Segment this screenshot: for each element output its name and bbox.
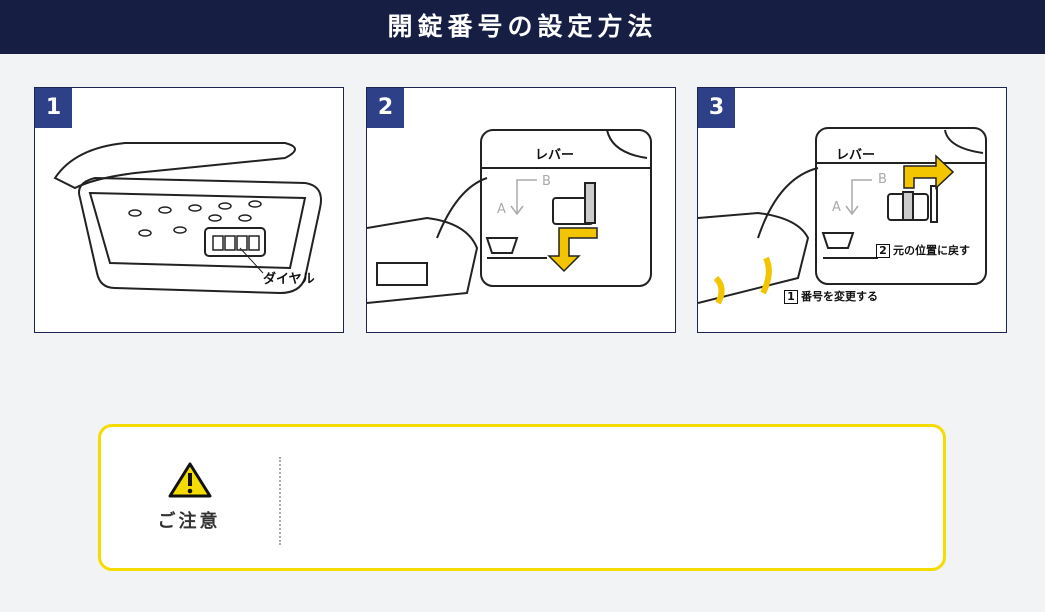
instruction-text: 番号を変更する <box>801 290 878 303</box>
page-title: 開錠番号の設定方法 <box>0 0 1045 54</box>
position-b-label: B <box>878 172 887 187</box>
lever-label: レバー <box>535 148 575 163</box>
step-number: 2 <box>367 88 404 128</box>
position-a-label: A <box>832 200 841 215</box>
caution-box: ご注意 <box>98 424 946 571</box>
instruction-text: 元の位置に戻す <box>893 244 970 257</box>
step-number: 1 <box>35 88 72 128</box>
warning-triangle-icon <box>167 461 213 503</box>
instruction-number: 1 <box>784 290 798 304</box>
instruction-number: 2 <box>876 244 890 258</box>
caution-label: ご注意 <box>157 511 221 532</box>
position-a-label: A <box>497 202 506 217</box>
lever-down-illustration <box>367 129 652 304</box>
lever-label: レバー <box>836 148 876 163</box>
step-1-panel: 1 ダイヤル <box>34 87 344 333</box>
divider <box>279 457 281 545</box>
step-number: 3 <box>698 88 735 128</box>
position-b-label: B <box>542 174 551 189</box>
step-2-panel: 2 レバー B A <box>366 87 676 333</box>
lever-up-illustration <box>698 127 987 305</box>
case-open-illustration <box>53 142 322 295</box>
dial-label: ダイヤル <box>263 272 315 287</box>
